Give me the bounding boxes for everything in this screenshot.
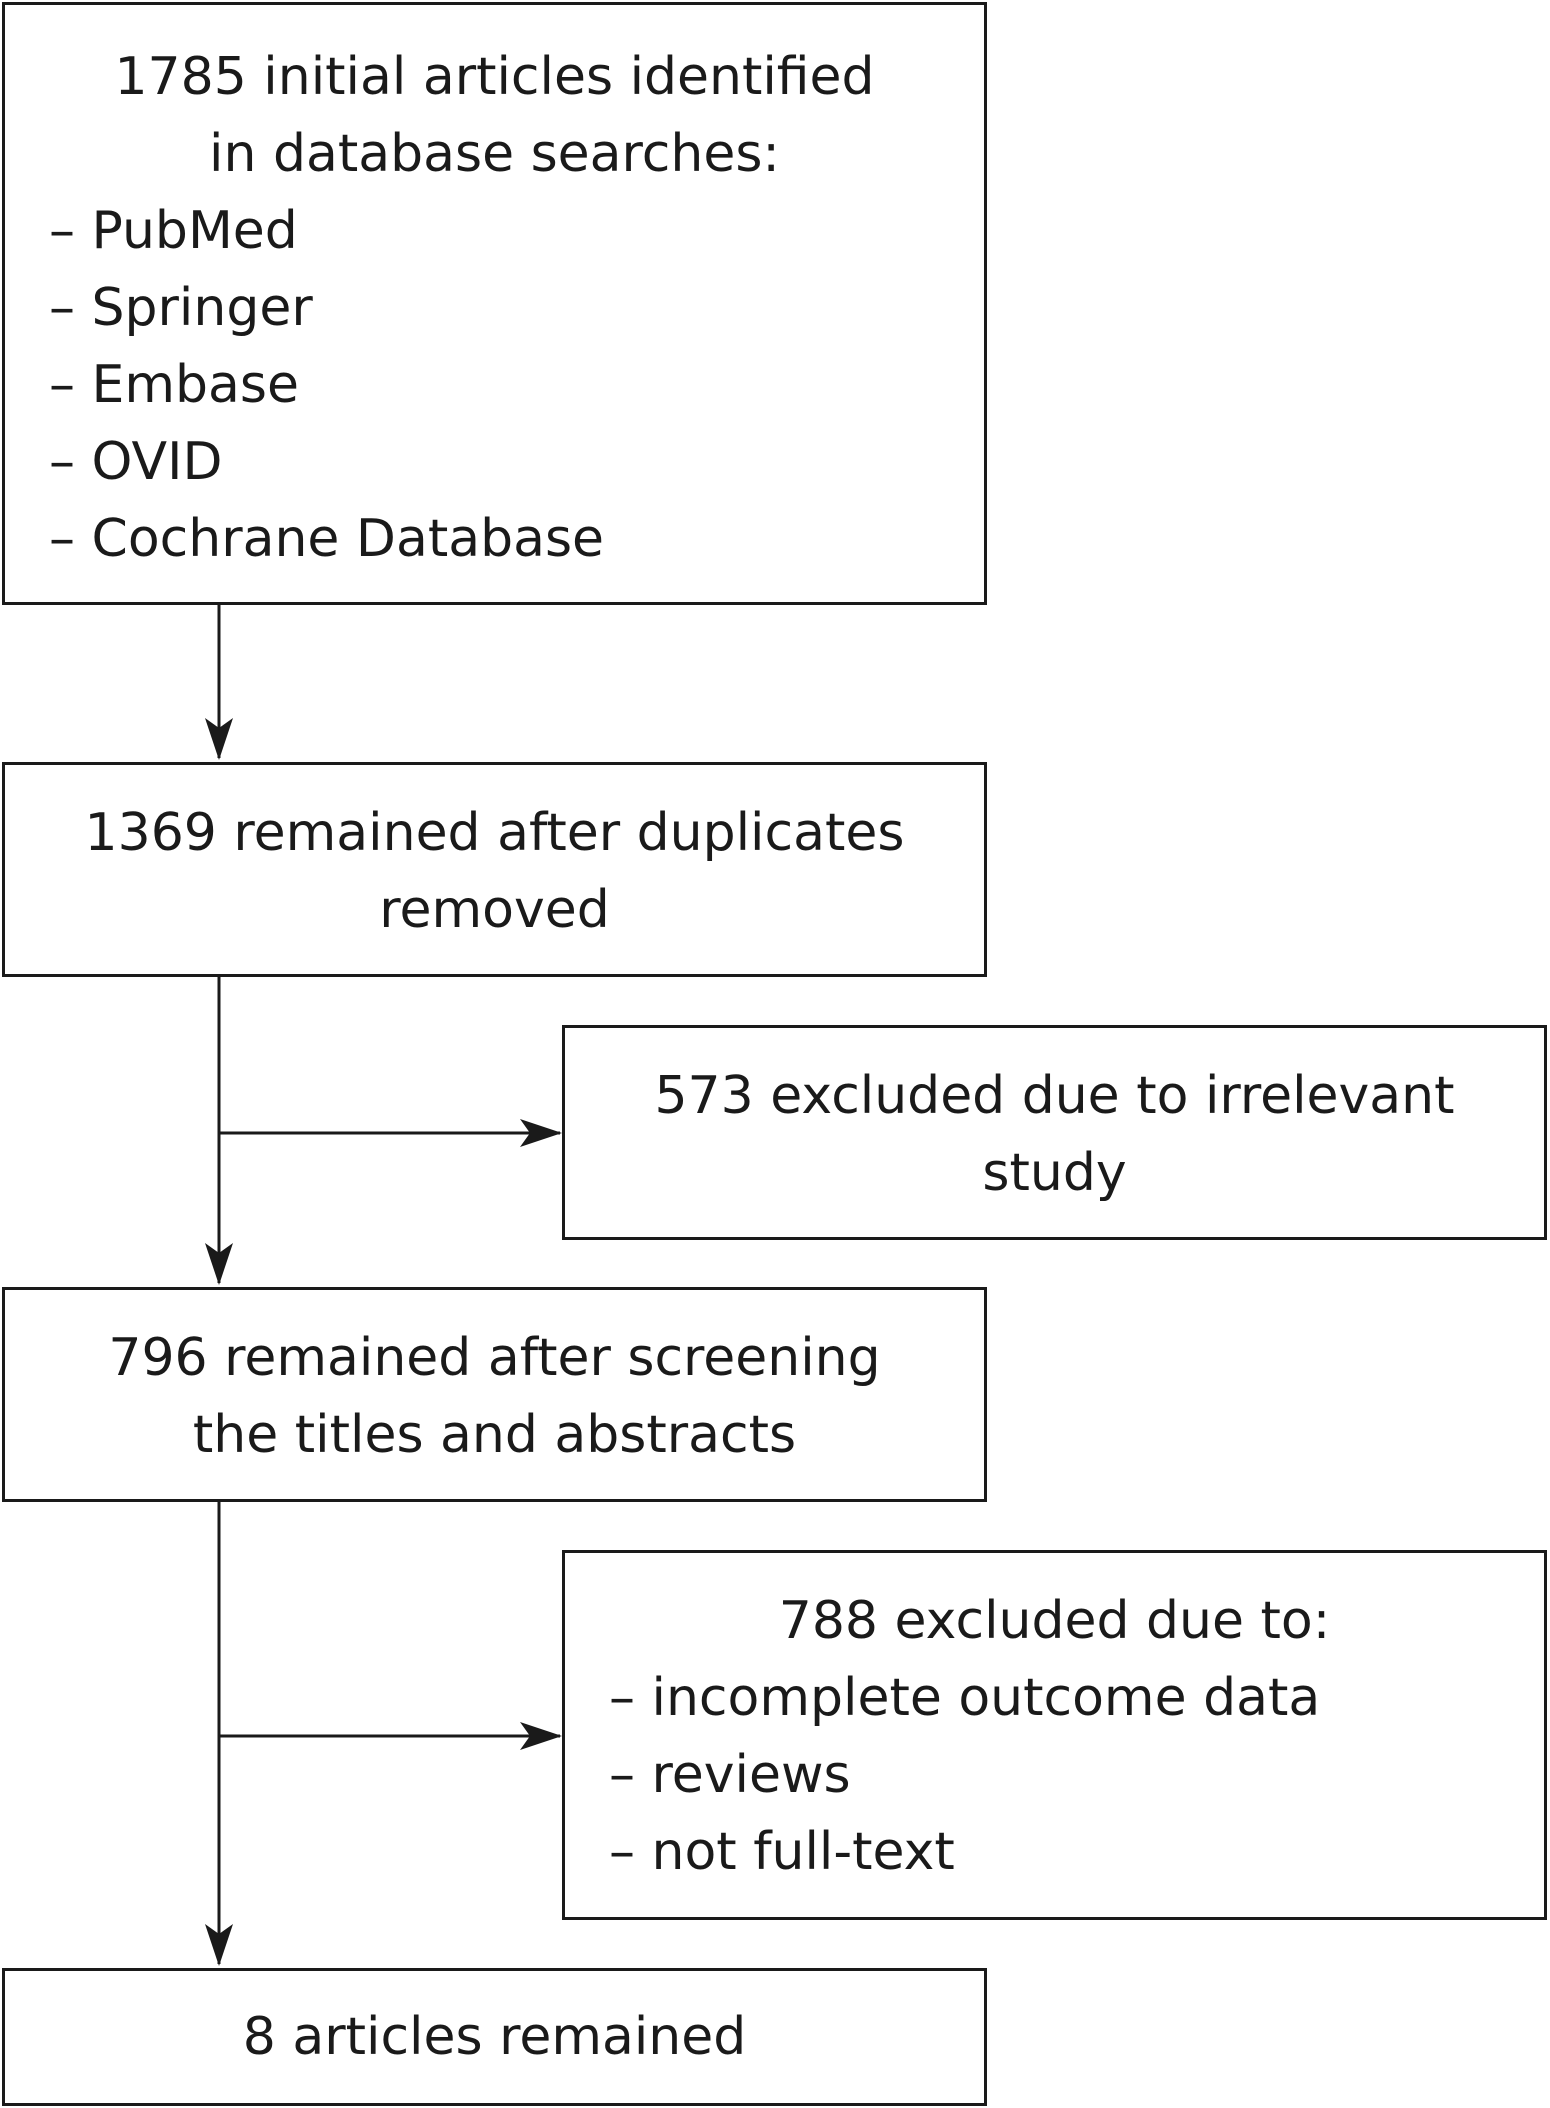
exclusion-reason-incomplete-data: – incomplete outcome data — [609, 1668, 1321, 1728]
excluded-irrelevant-line-2: study — [982, 1143, 1127, 1203]
database-item-cochrane: – Cochrane Database — [49, 509, 605, 569]
arrowhead-screened — [205, 1243, 233, 1285]
database-item-embase: – Embase — [49, 355, 299, 415]
database-item-ovid: – OVID — [49, 432, 223, 492]
arrowhead-dedup — [205, 718, 233, 760]
arrowhead-excluded-reasons — [520, 1722, 562, 1750]
arrowhead-excluded-irrelevant — [520, 1119, 562, 1147]
final-box: 8 articles remained — [2, 1968, 987, 2106]
identified-box: 1785 initial articles identified in data… — [2, 2, 987, 605]
excluded-reasons-heading: 788 excluded due to: — [778, 1591, 1331, 1651]
arrowhead-final — [205, 1924, 233, 1966]
screened-line-1: 796 remained after screening — [108, 1328, 881, 1388]
screened-box: 796 remained after screening the titles … — [2, 1287, 987, 1502]
identified-heading-line-1: 1785 initial articles identified — [114, 47, 875, 107]
excluded-reasons-box: 788 excluded due to: – incomplete outcom… — [562, 1550, 1547, 1920]
dedup-line-2: removed — [379, 880, 610, 940]
screened-line-2: the titles and abstracts — [192, 1405, 797, 1465]
database-item-pubmed: – PubMed — [49, 201, 298, 261]
dedup-line-1: 1369 remained after duplicates — [84, 803, 905, 863]
identified-heading-line-2: in database searches: — [209, 124, 780, 184]
exclusion-reason-not-full-text: – not full-text — [609, 1822, 955, 1882]
excluded-irrelevant-line-1: 573 excluded due to irrelevant — [654, 1066, 1455, 1126]
excluded-irrelevant-box: 573 excluded due to irrelevant study — [562, 1025, 1547, 1240]
database-item-springer: – Springer — [49, 278, 313, 338]
dedup-box: 1369 remained after duplicates removed — [2, 762, 987, 977]
exclusion-reason-reviews: – reviews — [609, 1745, 851, 1805]
final-text: 8 articles remained — [242, 2007, 747, 2067]
